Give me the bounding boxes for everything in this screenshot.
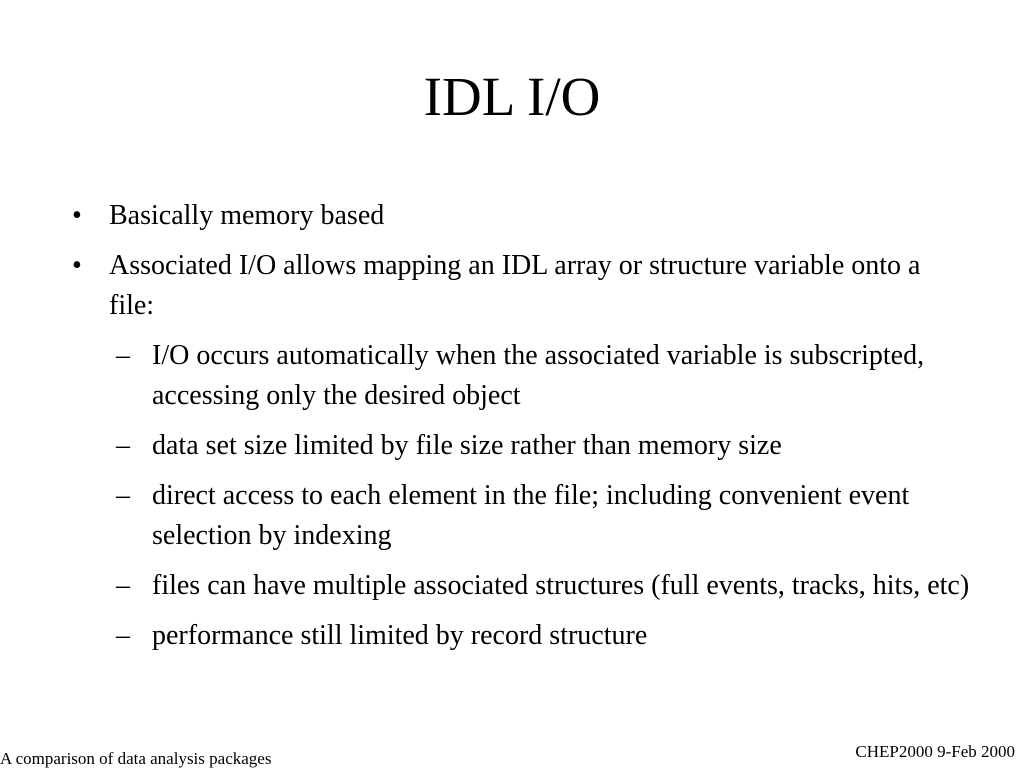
subbullet-text: files can have multiple associated struc… <box>152 570 970 601</box>
slide-title: IDL I/O <box>423 66 601 127</box>
subbullet-item-4: – files can have multiple associated str… <box>116 566 972 606</box>
subbullet-item-2: – data set size limited by file size rat… <box>116 426 972 466</box>
bullet-item-2: • Associated I/O allows mapping an IDL a… <box>72 246 972 326</box>
subbullet-text: direct access to each element in the fil… <box>152 480 910 551</box>
subbullet-text: data set size limited by file size rathe… <box>152 430 782 461</box>
footer-right-text: CHEP2000 9-Feb 2000 <box>855 742 1015 761</box>
subbullet-marker: – <box>116 570 130 601</box>
subbullet-item-5: – performance still limited by record st… <box>116 616 972 656</box>
subbullet-marker: – <box>116 340 130 371</box>
subbullet-marker: – <box>116 480 130 511</box>
bullet-marker: • <box>72 200 82 231</box>
bullet-marker: • <box>72 250 82 281</box>
subbullet-marker: – <box>116 620 130 651</box>
subbullet-item-1: – I/O occurs automatically when the asso… <box>116 336 972 416</box>
subbullet-text: I/O occurs automatically when the associ… <box>152 340 925 411</box>
subbullet-text: performance still limited by record stru… <box>152 620 648 651</box>
subbullet-marker: – <box>116 430 130 461</box>
bullet-item-1: • Basically memory based <box>72 196 972 236</box>
bullet-list: • Basically memory based • Associated I/… <box>72 196 972 666</box>
bullet-text: Basically memory based <box>109 200 385 231</box>
subbullet-item-3: – direct access to each element in the f… <box>116 476 972 556</box>
bullet-text: Associated I/O allows mapping an IDL arr… <box>109 250 921 321</box>
footer-left-text: A comparison of data analysis packages <box>0 749 272 768</box>
